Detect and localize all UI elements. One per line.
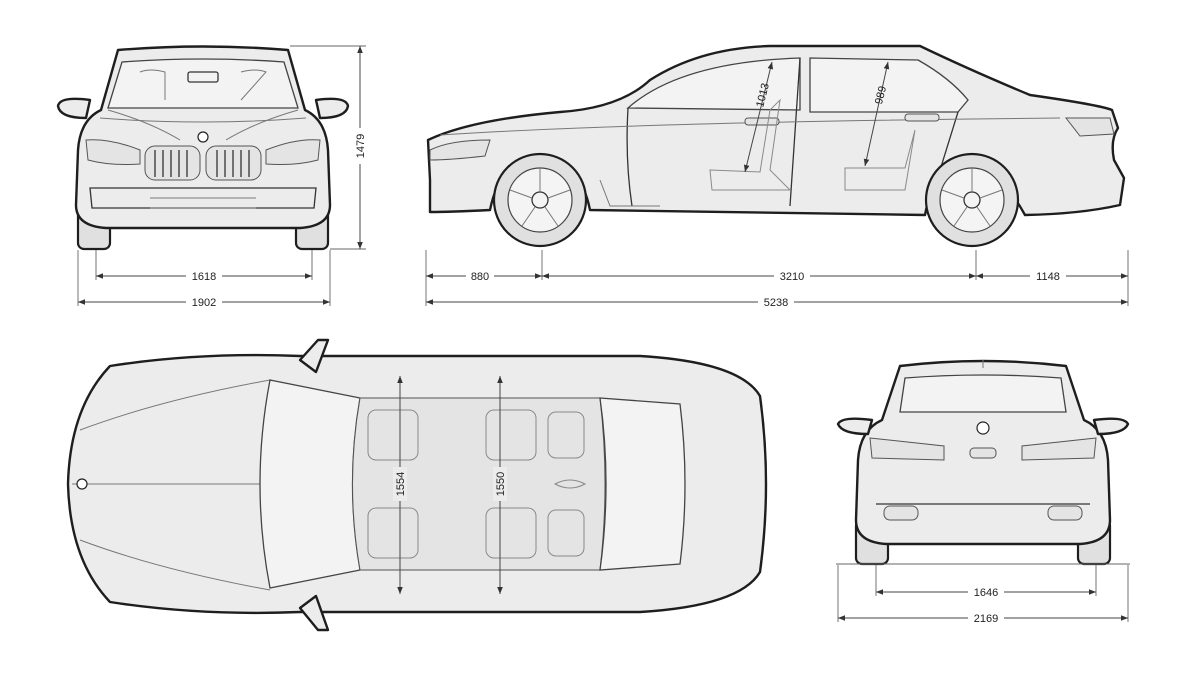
rear-view [836, 359, 1130, 566]
right-mirror [314, 97, 350, 120]
length-label: 5238 [764, 297, 788, 309]
rear-seat-outline [844, 129, 916, 191]
dimension-labels: 1618 1902 1479 880 3210 1148 5238 1013 9… [186, 82, 1066, 626]
front-width-label: 1902 [192, 297, 216, 309]
rear-door-handle [904, 113, 940, 122]
side-rear-wheel [924, 152, 1020, 248]
rear-shoulder-label: 1550 [495, 472, 507, 496]
rear-headroom-label: 989 [873, 85, 889, 106]
front-view [56, 45, 350, 251]
front-track-label: 1618 [192, 271, 216, 283]
top-bmw-roundel-icon [76, 478, 88, 490]
front-door-handle [744, 117, 780, 126]
rear-right-taillight [1021, 437, 1097, 461]
rear-left-taillight [869, 437, 945, 461]
left-exhaust [883, 505, 919, 521]
height-label: 1479 [355, 134, 367, 158]
right-exhaust [1047, 505, 1083, 521]
front-lower-intake [89, 187, 317, 209]
top-right-mirror [298, 594, 330, 632]
side-headlight [429, 139, 491, 161]
left-mirror [56, 97, 92, 120]
wheelbase-label: 3210 [780, 271, 804, 283]
rear-right-mirror [1092, 417, 1130, 436]
rear-view-mirror [187, 71, 219, 83]
side-view [426, 44, 1126, 248]
front-shoulder-label: 1554 [395, 472, 407, 496]
rear-track-label: 1646 [974, 587, 998, 599]
top-cabin [352, 397, 606, 571]
front-headroom-arrow [743, 61, 774, 173]
top-view [66, 338, 768, 632]
rear-plate-light [969, 447, 997, 459]
top-windshield [259, 379, 361, 589]
dimension-lines [77, 45, 1130, 622]
rear-overhang-label: 1148 [1036, 271, 1060, 283]
top-seats [367, 409, 587, 559]
rear-window [899, 374, 1067, 413]
rear-bmw-roundel-icon [976, 421, 990, 435]
rear-left-mirror [836, 417, 874, 436]
top-rear-window [599, 397, 686, 571]
front-overhang-label: 880 [471, 271, 489, 283]
left-headlight [85, 139, 141, 165]
kidney-grille-left [144, 145, 201, 181]
right-headlight [265, 139, 321, 165]
rear-headroom-arrow [863, 61, 890, 167]
front-windshield [107, 58, 299, 109]
side-front-wheel [492, 152, 588, 248]
width-mirrors-label: 2169 [974, 613, 998, 625]
bmw-roundel-icon [197, 131, 209, 143]
front-headroom-label: 1013 [754, 82, 772, 109]
side-taillight [1064, 117, 1115, 137]
top-left-mirror [298, 338, 330, 374]
